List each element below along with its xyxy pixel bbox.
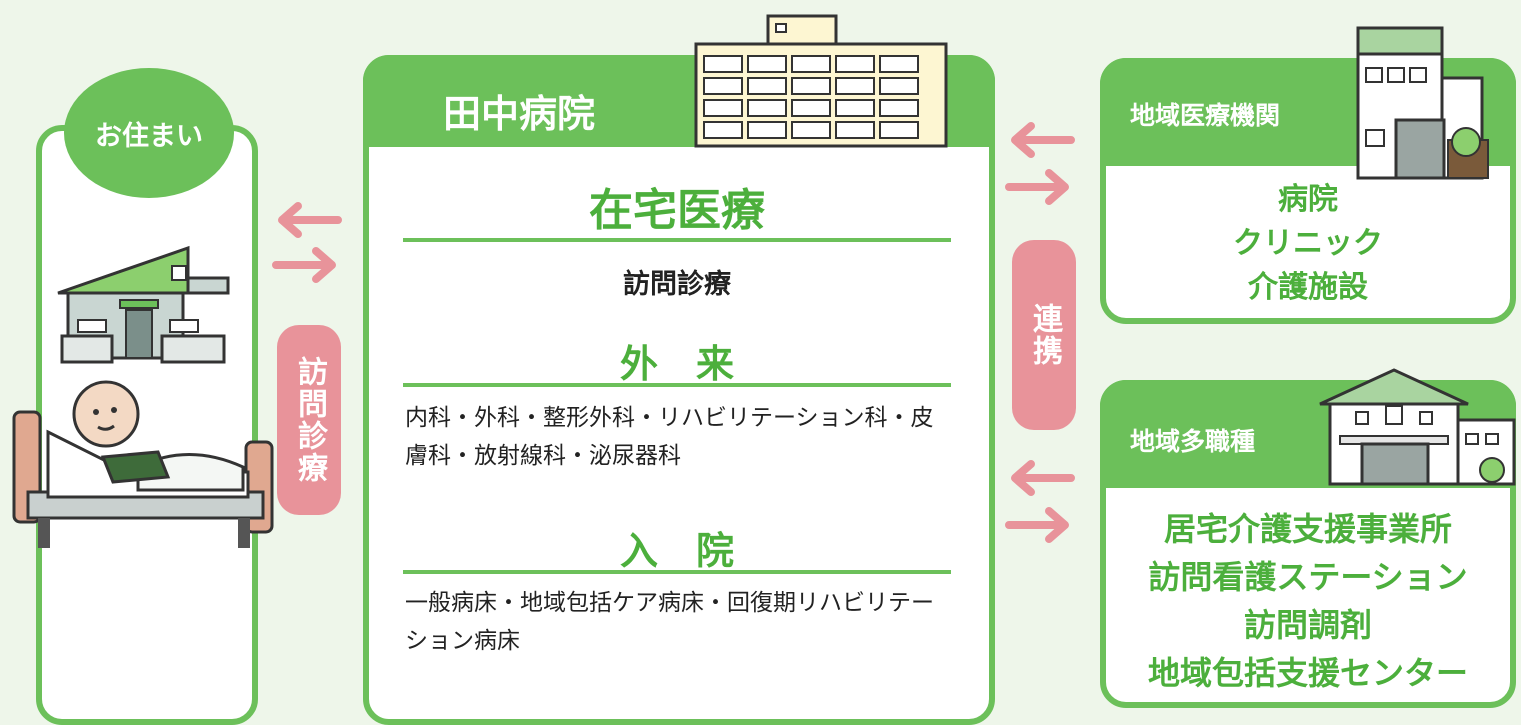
cooperation-badge: 連携 <box>1012 240 1076 430</box>
outpatient-title: 外 来 <box>619 342 734 386</box>
home-medical-subtitle: 訪問診療 <box>623 269 731 300</box>
inpatient-wards: 一般病床・地域包括ケア病床・回復期リハビリテーション病床 <box>405 590 934 654</box>
regional-multi-item-4: 地域包括支援センター <box>1147 654 1468 692</box>
rule-3 <box>403 570 951 574</box>
cooperation-badge-label: 連携 <box>1027 303 1062 367</box>
inpatient-title: 入 院 <box>619 529 734 573</box>
rule-2 <box>403 383 951 387</box>
clinic-building-illustration <box>1356 26 1489 180</box>
regional-multi-title: 地域多職種 <box>1130 427 1256 456</box>
regional-multi-item-2: 訪問看護ステーション <box>1148 558 1468 596</box>
regional-multi-item-1: 居宅介護支援事業所 <box>1163 510 1452 548</box>
regional-medical-title: 地域医療機関 <box>1130 101 1281 130</box>
home-label: お住まい <box>95 120 203 152</box>
hospital-building-illustration <box>694 14 948 148</box>
visit-badge-label: 訪問診療 <box>292 356 327 484</box>
regional-medical-item-3: 介護施設 <box>1248 270 1368 305</box>
arrow-left-to-home <box>272 200 342 240</box>
home-label-circle: お住まい <box>64 68 234 198</box>
home-medical-title: 在宅医療 <box>589 185 765 236</box>
rule-1 <box>403 238 951 242</box>
care-facility-illustration <box>1319 368 1516 486</box>
regional-medical-item-2: クリニック <box>1233 226 1383 261</box>
regional-medical-item-1: 病院 <box>1278 182 1338 217</box>
arrow-lower-right <box>1005 505 1075 545</box>
outpatient-departments: 内科・外科・整形外科・リハビリテーション科・皮膚科・放射線科・泌尿器科 <box>405 405 934 469</box>
visit-badge: 訪問診療 <box>277 325 341 515</box>
hospital-name: 田中病院 <box>443 92 596 136</box>
regional-multi-item-3: 訪問調剤 <box>1243 606 1372 644</box>
house-illustration <box>57 245 230 364</box>
arrow-upper-right <box>1005 167 1075 207</box>
arrow-right-to-hospital <box>272 245 342 285</box>
patient-bed-illustration <box>12 380 274 548</box>
arrow-upper-left <box>1005 120 1075 160</box>
arrow-lower-left <box>1005 458 1075 498</box>
